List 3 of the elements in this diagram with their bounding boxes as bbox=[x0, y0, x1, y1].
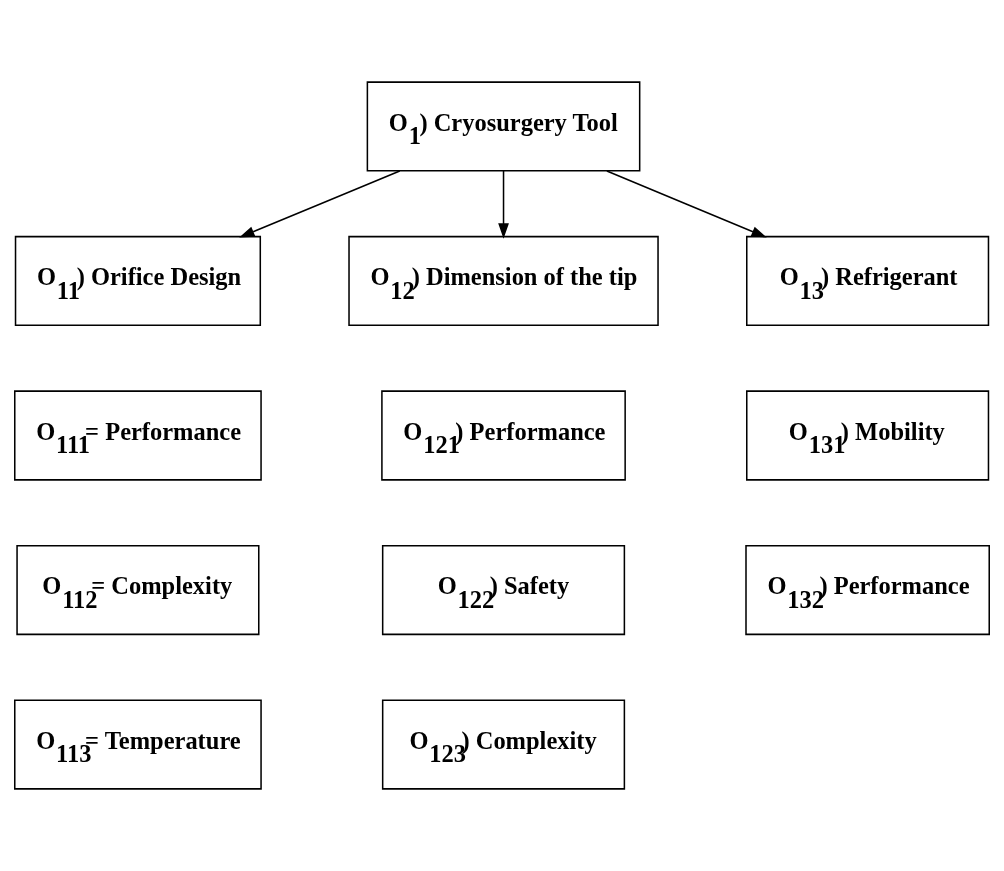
arrow bbox=[239, 170, 401, 238]
arrow bbox=[498, 170, 509, 239]
arrow bbox=[606, 170, 767, 238]
